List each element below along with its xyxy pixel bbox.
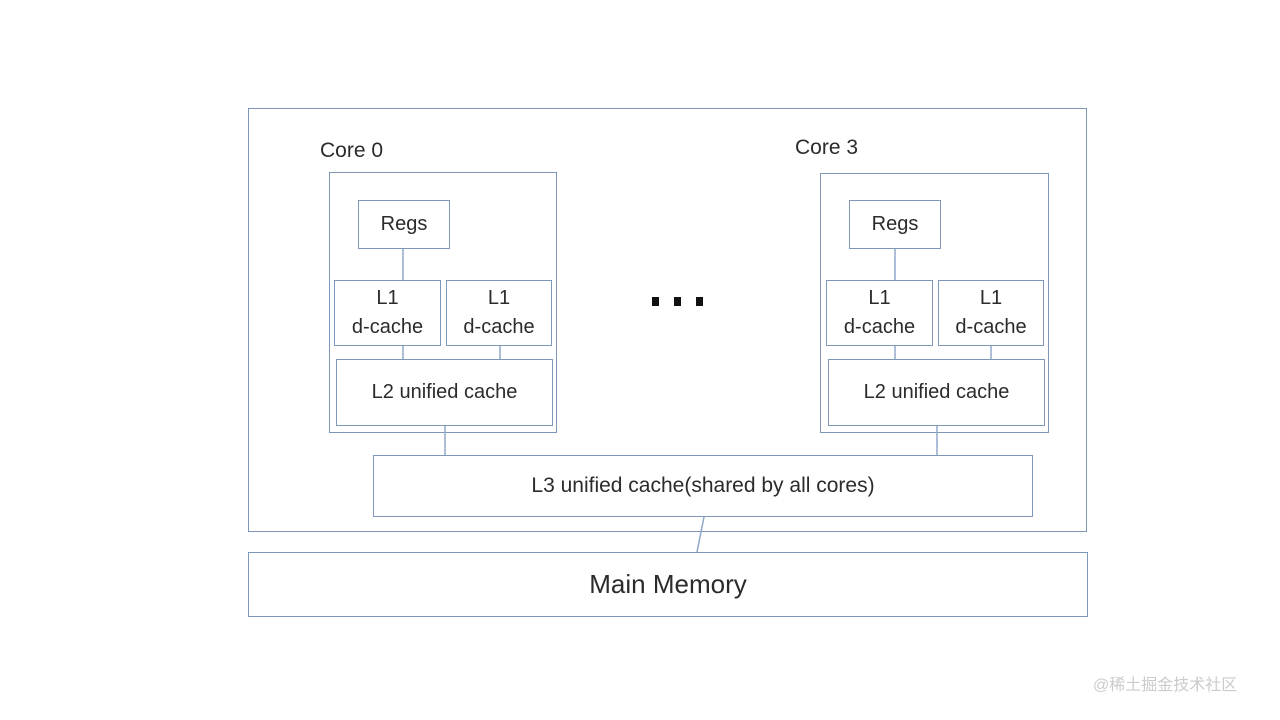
ellipsis-dot [696, 297, 703, 306]
core0-l1-right-box: L1 d-cache [446, 280, 552, 346]
l3-cache-box: L3 unified cache(shared by all cores) [373, 455, 1033, 517]
core0-l1-left-line1: L1 [376, 287, 399, 309]
ellipsis-dot [674, 297, 681, 306]
watermark: @稀土掘金技术社区 [1093, 677, 1238, 694]
core3-box [820, 173, 1049, 433]
core0-l1-left-box: L1 d-cache [334, 280, 441, 346]
core3-l1-right-line1: L1 [979, 287, 1003, 309]
core3-regs-box: Regs [849, 200, 941, 249]
core3-l2-box: L2 unified cache [828, 359, 1045, 426]
core0-label: Core 0 [320, 139, 384, 162]
core0-regs-box: Regs [358, 200, 450, 249]
core0-l1-right-line1: L1 [487, 287, 511, 309]
core3-l1-left-line1: L1 [868, 287, 891, 309]
core3-l1-right-box: L1 d-cache [938, 280, 1044, 346]
core0-box [329, 172, 557, 433]
ellipsis-dot [652, 297, 659, 306]
core3-l1-right-line2: d-cache [955, 316, 1027, 338]
main-memory-box: Main Memory [248, 552, 1088, 617]
core0-l1-left-line2: d-cache [351, 316, 424, 338]
more-cores-ellipsis-icon [652, 297, 703, 306]
core0-l1-right-line2: d-cache [463, 316, 535, 338]
processor-chip-box [248, 108, 1087, 532]
core0-l2-box: L2 unified cache [336, 359, 553, 426]
core3-label: Core 3 [795, 136, 859, 159]
core3-l1-left-box: L1 d-cache [826, 280, 933, 346]
core3-l1-left-line2: d-cache [843, 316, 916, 338]
